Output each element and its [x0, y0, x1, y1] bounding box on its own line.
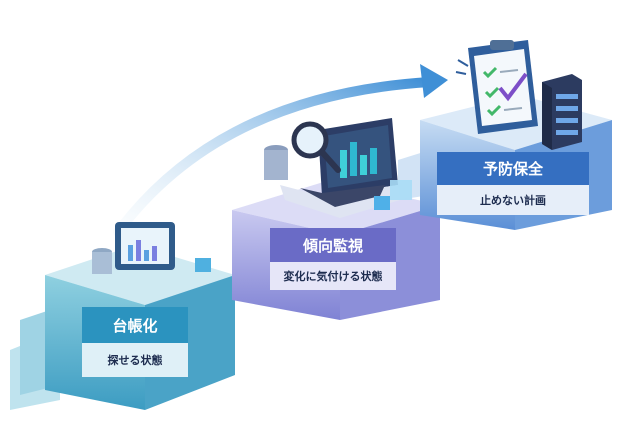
- step-1-subtitle: 探せる状態: [82, 343, 188, 377]
- laptop-analytics-icon: [264, 118, 412, 218]
- step-1-label: 台帳化 探せる状態: [82, 307, 188, 377]
- step-3-subtitle: 止めない計画: [437, 185, 589, 215]
- step-2-title: 傾向監視: [270, 228, 396, 262]
- step-3-label: 予防保全 止めない計画: [437, 152, 589, 215]
- monitor-device-icon: [92, 222, 211, 274]
- step-2-subtitle: 変化に気付ける状態: [270, 262, 396, 290]
- step-2-label: 傾向監視 変化に気付ける状態: [270, 228, 396, 290]
- server-rack-icon: [542, 74, 582, 150]
- growth-arrow: [113, 64, 448, 237]
- clipboard-checklist-icon: [455, 40, 538, 134]
- step-1-title: 台帳化: [82, 307, 188, 343]
- step-3-title: 予防保全: [437, 152, 589, 185]
